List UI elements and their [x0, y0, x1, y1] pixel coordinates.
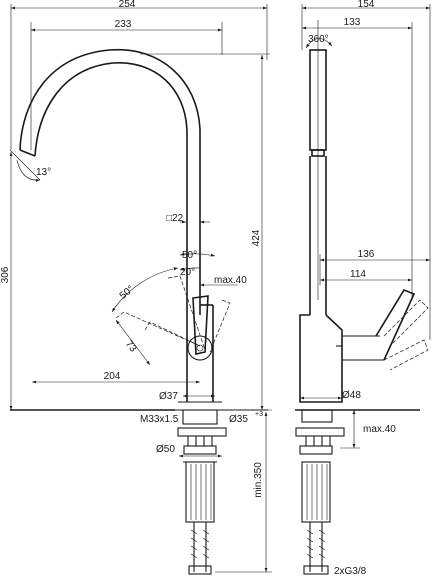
spout-tip: [19, 149, 36, 157]
spout-inner: [34, 62, 188, 318]
dim-side-max40-label: max.40: [363, 424, 396, 435]
side-lever-ghost-a: [383, 339, 429, 371]
dim-max40-label: max.40: [214, 275, 247, 286]
dim-d50-label: Ø50: [156, 444, 175, 455]
dim-114-label: 114: [350, 269, 366, 280]
hole-label: Ø35: [229, 414, 248, 425]
side-lever-ghost-b: [383, 299, 429, 345]
swivel-label: 360°: [308, 34, 329, 45]
hose-length-dim: min.350: [215, 409, 272, 573]
angle-13-arc: [16, 159, 41, 182]
angle-20-label: 20°: [180, 267, 195, 278]
thread-shank: [182, 409, 218, 425]
side-shank: [301, 461, 331, 523]
side-nut: [299, 445, 333, 455]
angle-13-label: 13°: [36, 167, 51, 178]
angle-50a-arc: [179, 252, 216, 257]
side-hose-braid: [306, 529, 326, 559]
lever-hub-center: [196, 344, 204, 352]
dim-133-label: 133: [344, 17, 361, 28]
washer-ribs: [187, 436, 213, 446]
dim-233-label: 233: [115, 19, 132, 30]
lever-hub: [187, 335, 213, 361]
dim-136-label: 136: [358, 249, 375, 260]
side-lever: [375, 289, 416, 361]
dim-73-line: [115, 319, 151, 366]
dim-424-label: 424: [251, 229, 262, 246]
spout-outer: [19, 48, 201, 315]
shank-rod: [185, 461, 215, 523]
shank-ribs: [190, 464, 212, 520]
side-washer: [295, 427, 345, 437]
side-shank-ribs: [306, 464, 328, 520]
washer-top: [177, 427, 227, 437]
angle-13-line: [9, 149, 41, 181]
angle-20-arc: [179, 267, 201, 271]
dim-min350-label: min.350: [253, 462, 264, 498]
lever-ghost-a: [167, 275, 206, 351]
hose-fitting: [188, 565, 212, 575]
dim-d37-label: Ø37: [159, 391, 178, 402]
lever-ghost-b: [115, 311, 201, 347]
angle-50a-label: 50°: [182, 250, 197, 261]
lever-ghost-d: [209, 299, 231, 353]
lever-handle: [192, 295, 209, 355]
side-thread-shank: [301, 409, 333, 423]
dim-d48-label: Ø48: [342, 390, 361, 401]
side-hose-fitting: [303, 565, 329, 575]
dim-204-label: 204: [104, 371, 121, 382]
angle-50b-arc: [111, 267, 179, 313]
hose-braid: [190, 529, 210, 559]
side-washer-ribs: [305, 436, 331, 446]
thread-label: M33x1.5: [140, 414, 179, 425]
hole-tolerance-label: +3: [255, 411, 263, 418]
dim-154-label: 154: [358, 0, 375, 10]
dim-square-label: □22: [166, 213, 184, 224]
swivel-arc: [305, 38, 333, 49]
angle-50b-label: 50°: [118, 284, 137, 302]
dim-306-label: 306: [0, 266, 11, 283]
front-view: 254 233 13° □22 50° 20°: [0, 0, 270, 575]
dim-254-label: 254: [119, 0, 136, 10]
dim-73-label: 73: [123, 339, 139, 355]
hose-connection-label: 2xG3/8: [334, 566, 367, 577]
side-view: 154 133 360° 136 114 Ø48: [295, 0, 431, 577]
mounting-nut: [183, 445, 217, 455]
side-body-block: [299, 314, 343, 403]
